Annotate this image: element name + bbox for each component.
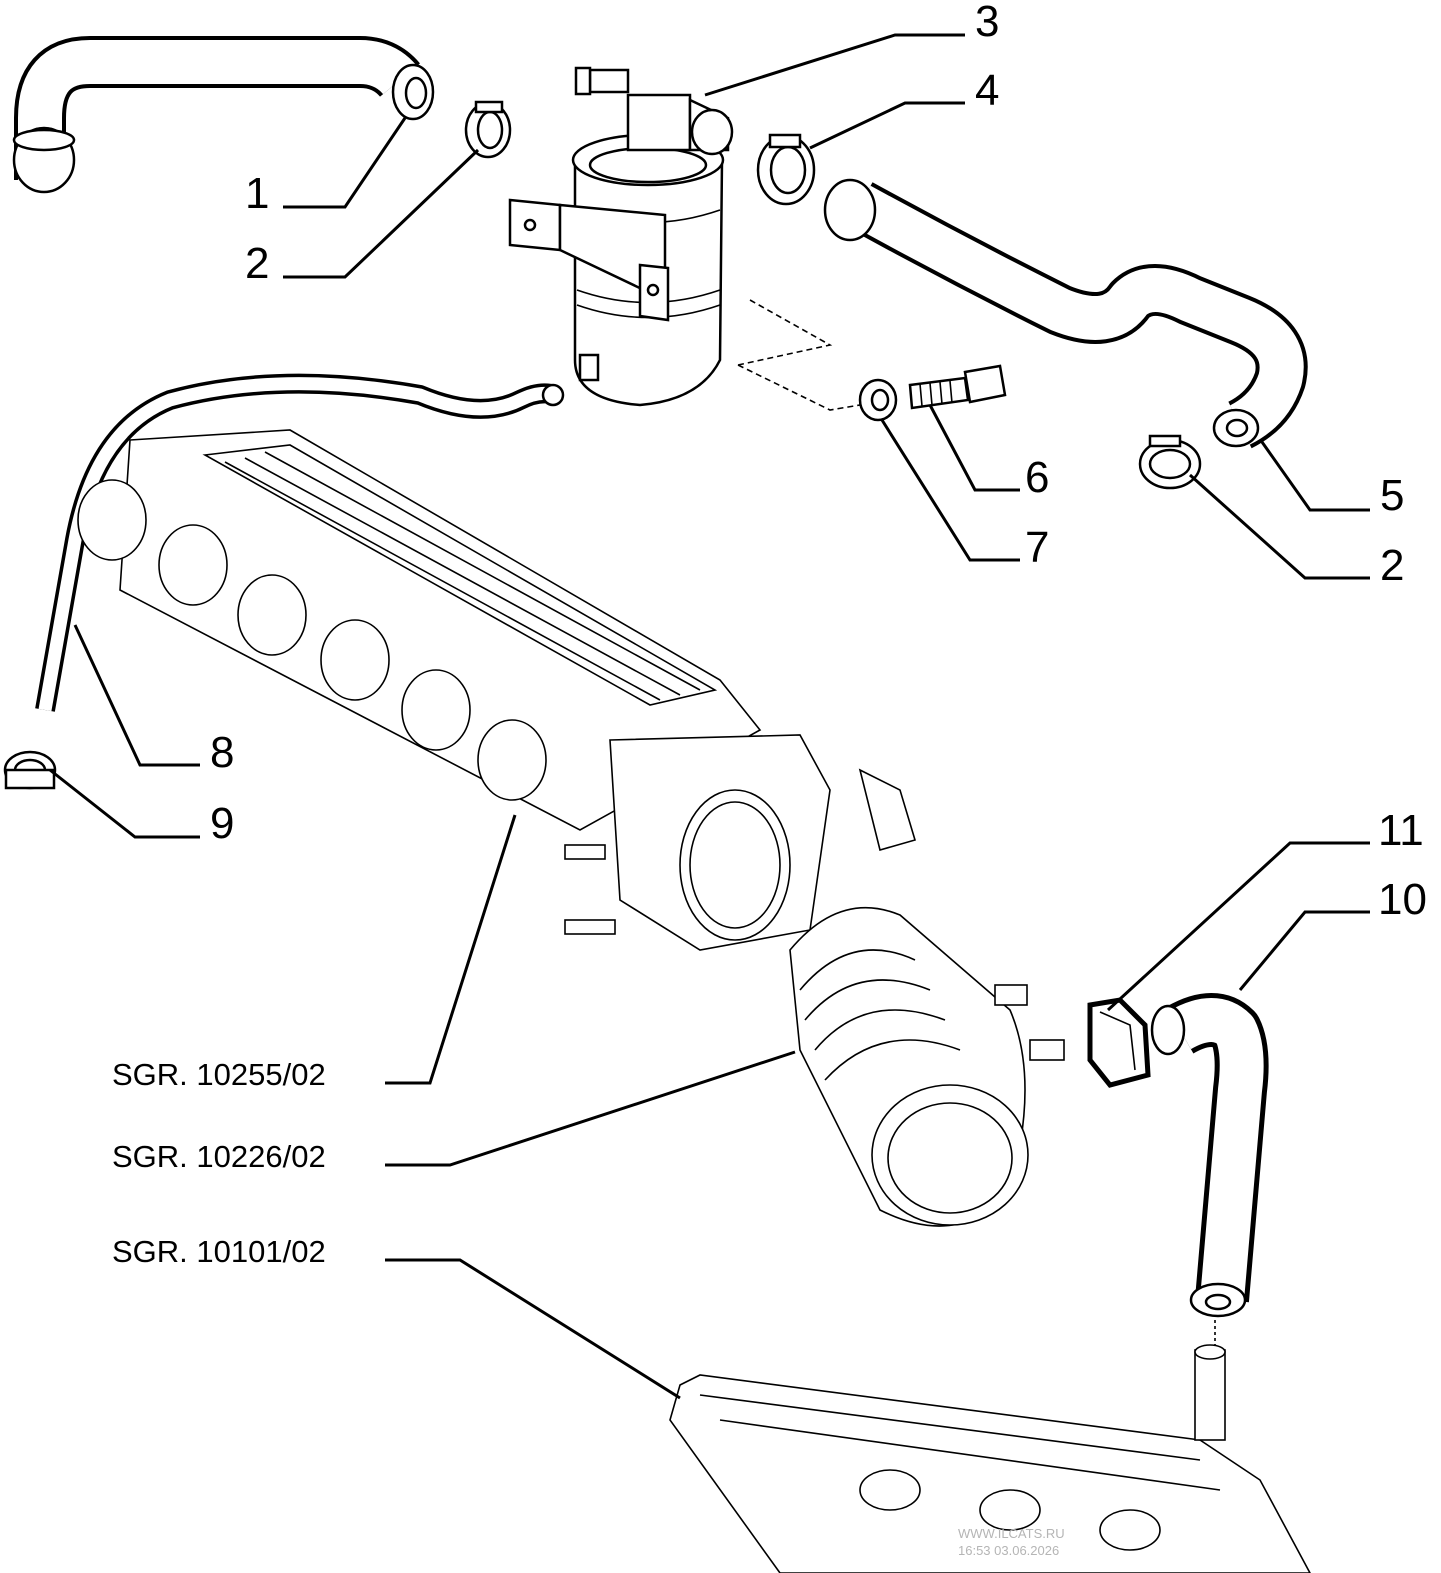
watermark: WWW.ILCATS.RU 16:53 03.06.2026 xyxy=(958,1526,1065,1558)
air-duct xyxy=(789,906,1065,1227)
part-11-clamp xyxy=(1087,997,1151,1088)
callout-10: 10 xyxy=(1378,875,1427,924)
intake-manifold xyxy=(77,429,916,951)
sgr-ref-10226[interactable]: SGR. 10226/02 xyxy=(112,1139,326,1174)
part-3-canister xyxy=(508,66,734,407)
watermark-site: WWW.ILCATS.RU xyxy=(958,1526,1065,1541)
callout-4: 4 xyxy=(975,66,999,115)
cylinder-head xyxy=(669,1344,1311,1573)
part-2-clamp-upper xyxy=(464,100,512,159)
mount-dashed-guide xyxy=(737,299,861,411)
part-10-hose xyxy=(1150,993,1269,1345)
callout-9: 9 xyxy=(210,799,234,848)
callout-labels: 1 2 3 4 5 6 7 2 8 9 11 10 xyxy=(210,0,1427,924)
group-reference-labels[interactable]: SGR. 10255/02 SGR. 10226/02 SGR. 10101/0… xyxy=(112,1057,326,1269)
callout-2-lower: 2 xyxy=(1380,541,1404,590)
part-4-clamp xyxy=(756,133,816,206)
callout-7: 7 xyxy=(1025,523,1049,572)
callout-6: 6 xyxy=(1025,453,1049,502)
part-7-washer xyxy=(858,378,898,422)
callout-5: 5 xyxy=(1380,471,1404,520)
part-1-hose xyxy=(12,36,435,194)
callout-8: 8 xyxy=(210,728,234,777)
part-6-bolt xyxy=(908,364,1007,410)
part-5-hose xyxy=(823,178,1308,449)
callout-2-upper: 2 xyxy=(245,239,269,288)
leader-lines xyxy=(49,33,1370,1400)
watermark-timestamp: 16:53 03.06.2026 xyxy=(958,1543,1059,1558)
manifold-runners xyxy=(77,479,547,801)
sgr-ref-10101[interactable]: SGR. 10101/02 xyxy=(112,1234,326,1269)
callout-11: 11 xyxy=(1378,806,1424,855)
callout-3: 3 xyxy=(975,0,999,46)
part-9-clamp xyxy=(3,750,57,790)
part-8-hose xyxy=(35,373,565,712)
part-2-clamp-lower xyxy=(1138,434,1202,490)
callout-1: 1 xyxy=(245,169,269,218)
sgr-ref-10255[interactable]: SGR. 10255/02 xyxy=(112,1057,326,1092)
